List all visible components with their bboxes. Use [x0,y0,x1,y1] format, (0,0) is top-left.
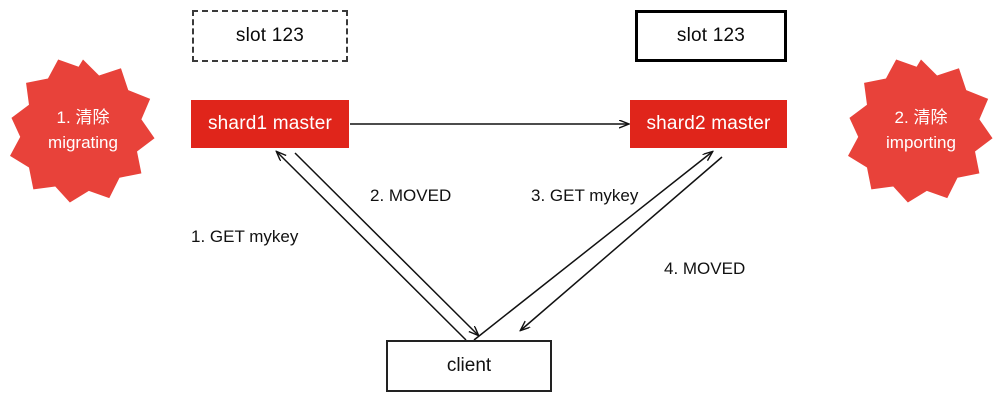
node-client: client [386,340,552,392]
arrow-1-get-mykey [277,152,467,341]
seal-clear-importing: 2. 清除 importing [848,58,994,204]
slot-box-importing-label: slot 123 [676,25,746,46]
node-shard1-master-label: shard1 master [207,113,333,134]
node-client-label: client [446,355,492,376]
node-shard2-master: shard2 master [630,100,787,148]
arrow-4-moved [521,156,723,330]
seal-clear-migrating: 1. 清除 migrating [10,58,156,204]
arrow-label-3-get-mykey: 3. GET mykey [531,186,639,205]
arrow-label-4-moved: 4. MOVED [664,259,746,278]
slot-box-importing: slot 123 [635,10,787,62]
arrow-2-moved [294,152,478,335]
arrow-3-get-mykey [473,152,712,341]
starburst-icon [848,59,993,203]
slot-box-migrating: slot 123 [192,10,348,62]
node-shard1-master: shard1 master [191,100,349,148]
arrow-label-2-moved: 2. MOVED [370,186,452,205]
node-shard2-master-label: shard2 master [646,113,771,134]
slot-box-migrating-label: slot 123 [235,25,305,46]
starburst-icon [10,59,155,203]
arrow-label-1-get-mykey: 1. GET mykey [191,227,299,246]
